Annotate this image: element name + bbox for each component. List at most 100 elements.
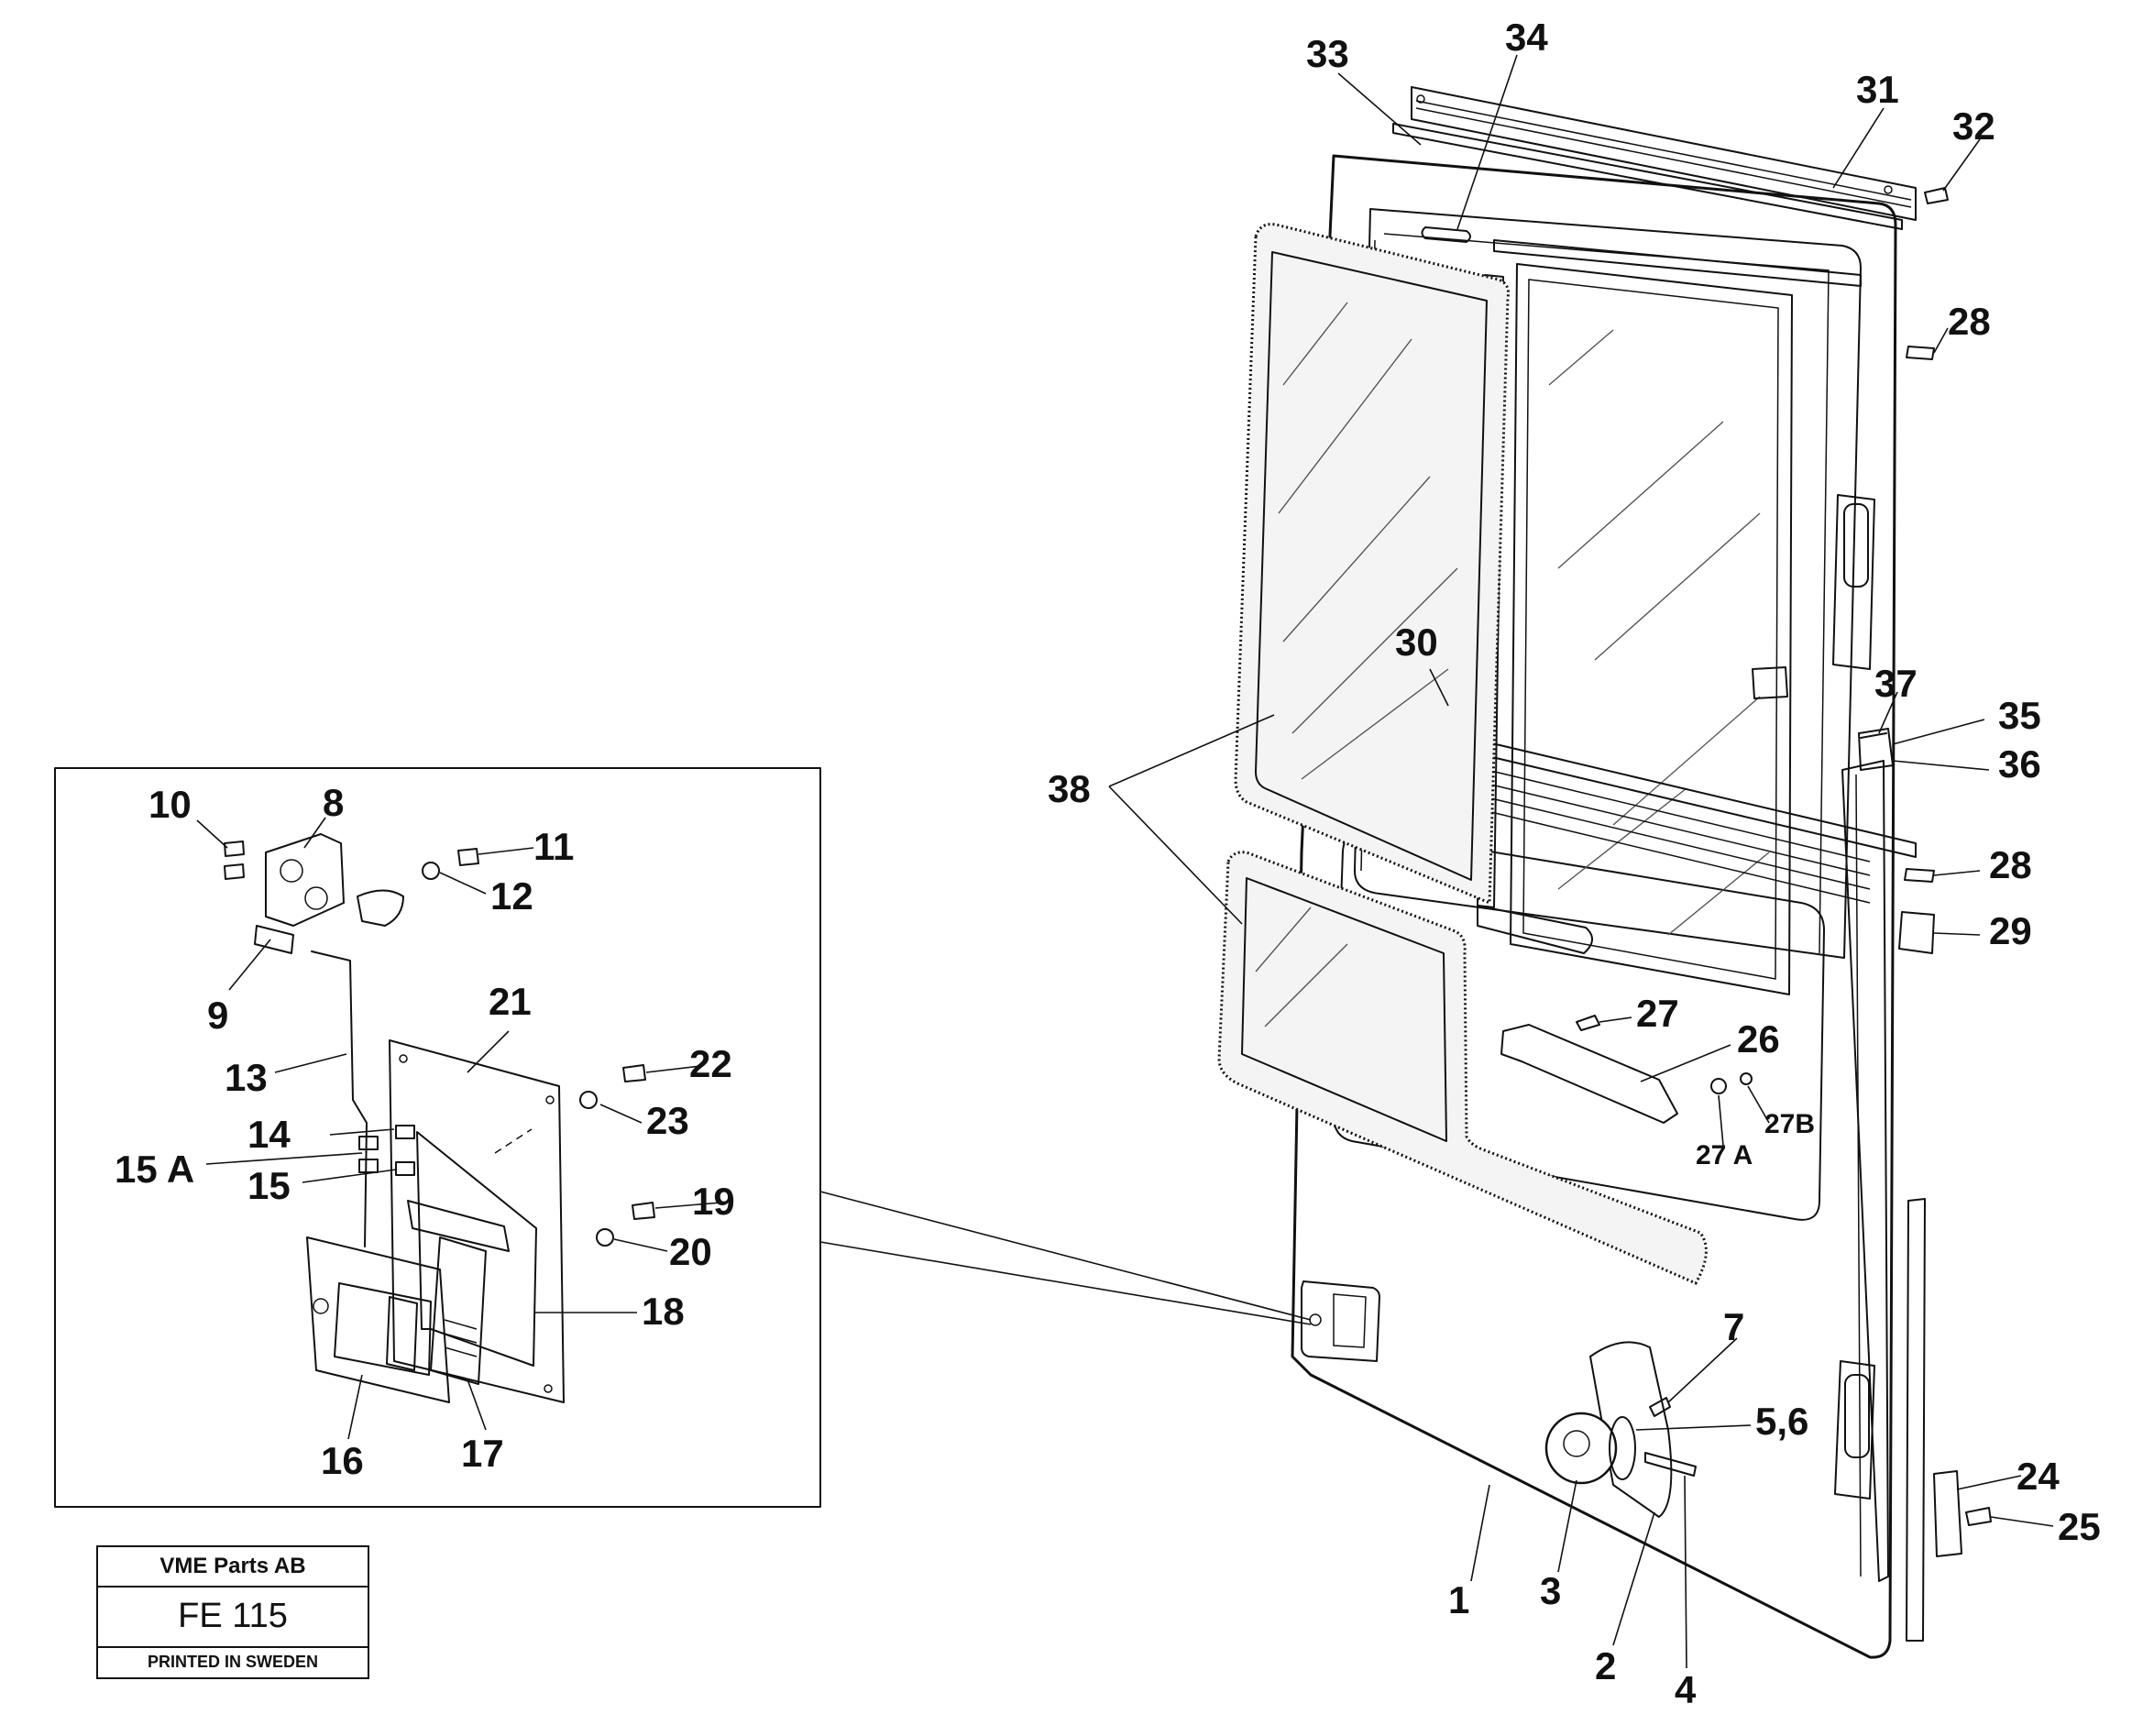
- callout-23: 23: [646, 1099, 689, 1142]
- nut-27a: [1710, 1078, 1727, 1094]
- seal-strip-right: [1906, 1198, 1926, 1642]
- window-catch: [1752, 666, 1788, 699]
- screw-11: [457, 848, 479, 866]
- window-rails: [1429, 728, 1917, 904]
- callout-22: 22: [689, 1042, 732, 1085]
- lower-window-opening: [1333, 829, 1825, 1221]
- sliding-glass-pane: [1510, 263, 1793, 995]
- screw-19: [632, 1202, 655, 1220]
- callout-5-6: 5,6: [1755, 1400, 1808, 1443]
- rod-13: [311, 950, 368, 1247]
- callout-27: 27: [1636, 992, 1679, 1035]
- rail-bracket: [1898, 911, 1935, 954]
- top-channel: [1392, 86, 1917, 230]
- screw-32: [1924, 187, 1949, 204]
- door-assembly: [1291, 86, 1992, 1659]
- callout-7: 7: [1723, 1305, 1744, 1348]
- callout-14: 14: [247, 1113, 291, 1156]
- callout-27a: 27 A: [1696, 1140, 1753, 1170]
- callout-17: 17: [461, 1432, 504, 1475]
- detail-inset-box: [54, 767, 821, 1508]
- window-bracket: [1500, 1024, 1678, 1124]
- callout-2: 2: [1595, 1644, 1616, 1687]
- callout-9: 9: [207, 994, 228, 1037]
- callout-13: 13: [225, 1056, 268, 1099]
- callout-1: 1: [1448, 1578, 1469, 1621]
- drawing-number: FE 115: [98, 1586, 368, 1648]
- company-name: VME Parts AB: [98, 1547, 368, 1588]
- screw-10: [224, 841, 245, 857]
- handle-frame-16: [306, 1236, 450, 1403]
- callout-10: 10: [148, 783, 192, 826]
- door-window-frame: [1354, 208, 1862, 959]
- title-block: VME Parts AB FE 115 PRINTED IN SWEDEN: [96, 1545, 369, 1679]
- door-post: [1841, 760, 1889, 1582]
- callout-34: 34: [1505, 16, 1548, 59]
- callout-38: 38: [1048, 767, 1091, 810]
- screw-25: [1965, 1507, 1992, 1526]
- inset-connector-upper: [819, 1191, 1312, 1321]
- upper-window-seal: [1234, 223, 1510, 906]
- callout-30: 30: [1395, 621, 1438, 664]
- window-seal-frames: [1217, 223, 1708, 1285]
- callout-4: 4: [1675, 1668, 1697, 1711]
- mounting-plate-21: [389, 1039, 565, 1403]
- door-panel: [1291, 154, 1897, 1659]
- inset-lock-mechanism: [224, 833, 655, 1403]
- washer-23: [579, 1091, 598, 1109]
- callout-16: 16: [321, 1439, 364, 1482]
- printed-note: PRINTED IN SWEDEN: [147, 1653, 318, 1671]
- callout-27b: 27B: [1764, 1109, 1815, 1139]
- nut-27b: [1740, 1072, 1753, 1085]
- fitting-15: [395, 1161, 415, 1176]
- door-handle-recess: [1301, 1280, 1380, 1362]
- callout-3: 3: [1540, 1569, 1561, 1612]
- lower-hinge: [1834, 1360, 1875, 1500]
- callout-26: 26: [1737, 1017, 1780, 1060]
- lock-knob: [1544, 1412, 1618, 1485]
- callout-28-top: 28: [1948, 300, 1991, 343]
- callout-11: 11: [533, 825, 574, 868]
- lower-window-seal: [1217, 851, 1708, 1285]
- callout-12: 12: [490, 874, 533, 917]
- callout-20: 20: [669, 1230, 712, 1273]
- callout-37: 37: [1874, 662, 1918, 705]
- callout-35: 35: [1998, 694, 2041, 737]
- callout-21: 21: [489, 980, 532, 1023]
- washer-20: [596, 1228, 614, 1247]
- callout-15a: 15 A: [115, 1148, 194, 1191]
- latch-lever: [357, 889, 404, 927]
- callout-32: 32: [1952, 104, 1995, 148]
- lock-assembly: [1544, 1341, 1697, 1518]
- inset-connector-lower: [819, 1241, 1312, 1325]
- callout-19: 19: [692, 1180, 735, 1223]
- bolt-9: [254, 925, 294, 954]
- top-seal-strip: [1421, 226, 1471, 243]
- upper-hinge: [1832, 494, 1875, 670]
- screw-27: [1576, 1015, 1600, 1031]
- callout-31: 31: [1856, 68, 1899, 111]
- hinge-block: [1858, 728, 1894, 771]
- housing-18: [416, 1131, 537, 1367]
- callout-25: 25: [2058, 1505, 2101, 1548]
- callout-8: 8: [323, 781, 344, 824]
- bracket-24: [1933, 1470, 1962, 1557]
- lock-pin: [1644, 1452, 1697, 1477]
- rail-clip-top: [1906, 346, 1935, 360]
- callout-36: 36: [1998, 742, 2041, 786]
- callout-28-mid: 28: [1989, 843, 2032, 886]
- callout-18: 18: [642, 1290, 685, 1333]
- rail-clip-mid: [1904, 868, 1935, 883]
- callout-15: 15: [247, 1164, 291, 1207]
- callout-24: 24: [2017, 1455, 2060, 1498]
- lock-washer: [1609, 1416, 1636, 1480]
- lock-screw: [1649, 1397, 1671, 1417]
- callout-33: 33: [1306, 32, 1349, 75]
- callout-labels: 33 34 31 32 28 30 38 37 35 36 28 29 27 2…: [115, 16, 2101, 1711]
- callout-29: 29: [1989, 909, 2032, 952]
- handle-17: [407, 1200, 510, 1252]
- washer-12: [422, 862, 440, 880]
- leader-lines: [196, 54, 2054, 1669]
- screw-22: [622, 1064, 646, 1082]
